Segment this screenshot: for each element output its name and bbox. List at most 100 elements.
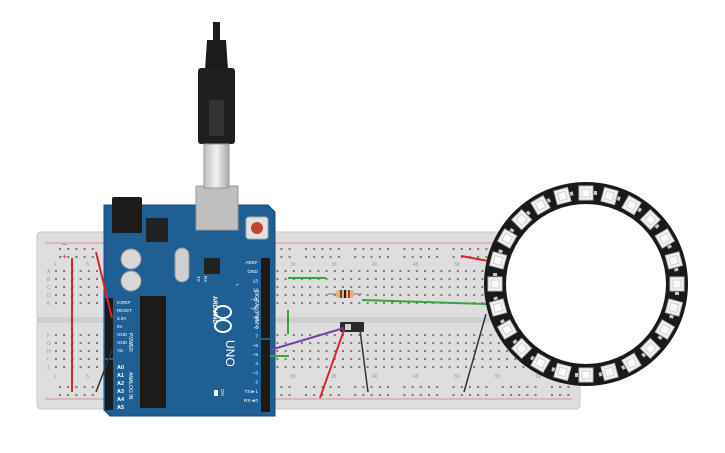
column-number: 5 <box>86 262 89 268</box>
breadboard-hole <box>284 366 287 368</box>
breadboard-hole <box>440 358 443 360</box>
rail-hole <box>354 386 357 388</box>
breadboard-hole <box>301 302 303 304</box>
rail-hole <box>403 394 406 396</box>
rail-hole <box>75 256 78 258</box>
breadboard-hole <box>473 342 476 344</box>
breadboard-hole <box>456 350 459 352</box>
breadboard-hole <box>333 286 336 288</box>
ring-capacitor <box>512 339 518 345</box>
breadboard-hole <box>383 342 385 344</box>
breadboard-hole <box>481 334 484 336</box>
breadboard-hole <box>292 294 295 296</box>
breadboard-hole <box>374 342 377 344</box>
ring-capacitor <box>654 223 660 229</box>
ring-capacitor <box>674 267 679 272</box>
column-number: 45 <box>413 374 419 380</box>
breadboard-hole <box>358 278 361 280</box>
breadboard-hole <box>448 278 451 280</box>
breadboard-hole <box>325 270 328 272</box>
breadboard-hole <box>96 350 98 352</box>
ring-pixel <box>496 318 518 340</box>
breadboard-hole <box>79 334 82 336</box>
power-pin-label: 5V <box>117 324 123 329</box>
rail-hole <box>59 248 61 250</box>
breadboard-hole <box>497 342 500 344</box>
ring-pixel <box>654 228 676 250</box>
breadboard-hole <box>87 302 90 304</box>
rail-hole <box>452 394 455 396</box>
rail-hole <box>321 256 324 258</box>
breadboard-hole <box>96 294 98 296</box>
rail-hole <box>313 248 316 250</box>
breadboard-hole <box>465 358 467 360</box>
rail-hole <box>280 248 283 250</box>
breadboard-hole <box>424 294 426 296</box>
breadboard-hole <box>317 342 320 344</box>
ring-pixel-led <box>668 302 680 314</box>
rail-hole <box>411 256 414 258</box>
usb-cable-wire <box>213 22 220 44</box>
rail-hole <box>354 256 357 258</box>
rail-hole <box>452 386 455 388</box>
dc-jack <box>112 197 142 233</box>
ring-capacitor <box>551 367 556 372</box>
analog-pin-label: A2 <box>117 381 124 387</box>
breadboard-hole <box>465 350 467 352</box>
breadboard-hole <box>391 358 394 360</box>
rail-hole <box>370 386 373 388</box>
ring-pixel-led <box>534 199 547 212</box>
rail-hole <box>477 386 480 388</box>
ring-pixel-led <box>556 366 568 378</box>
analog-pin-label: A3 <box>117 389 124 395</box>
breadboard-hole <box>514 358 517 360</box>
breadboard-hole <box>284 302 287 304</box>
rail-hole <box>337 386 340 388</box>
breadboard-hole <box>473 350 476 352</box>
wire-red-switch <box>319 329 345 399</box>
breadboard-hole <box>301 286 303 288</box>
ring-pixel-led <box>515 213 529 227</box>
breadboard-hole <box>448 334 451 336</box>
breadboard-hole <box>87 342 90 344</box>
column-number: 55 <box>495 374 501 380</box>
arduino-model: UNO <box>223 340 237 367</box>
on-led <box>214 390 218 396</box>
breadboard-hole <box>473 286 476 288</box>
breadboard-hole <box>284 358 287 360</box>
breadboard-hole <box>481 270 484 272</box>
breadboard-hole <box>79 294 82 296</box>
breadboard-hole <box>399 286 402 288</box>
breadboard-hole <box>87 358 90 360</box>
breadboard-hole <box>407 366 410 368</box>
breadboard-center-channel <box>37 317 580 323</box>
breadboard-hole <box>383 294 385 296</box>
breadboard-hole <box>391 294 394 296</box>
breadboard-hole <box>342 270 344 272</box>
rail-hole <box>559 386 562 388</box>
breadboard-hole <box>391 302 394 304</box>
breadboard-hole <box>358 350 361 352</box>
rail-hole <box>469 248 471 250</box>
ring-pixel <box>598 362 619 382</box>
ring-pixel <box>654 319 676 341</box>
breadboard-hole <box>465 366 467 368</box>
breadboard-hole <box>301 350 303 352</box>
rail-hole <box>477 394 480 396</box>
rail-hole <box>91 386 94 388</box>
rail-hole <box>411 394 414 396</box>
breadboard-hole <box>456 358 459 360</box>
breadboard-hole <box>55 334 57 336</box>
rail-hole <box>337 256 340 258</box>
ring-pixel-led <box>672 279 682 289</box>
ring-capacitor <box>499 318 505 324</box>
breadboard-hole <box>358 358 361 360</box>
row-letter: G <box>47 341 51 347</box>
breadboard-hole <box>481 294 484 296</box>
neopixel-ring <box>484 182 688 386</box>
row-letter: E <box>47 301 51 307</box>
breadboard-hole <box>407 294 410 296</box>
breadboard-hole <box>333 302 336 304</box>
ring-pixel <box>669 276 685 295</box>
